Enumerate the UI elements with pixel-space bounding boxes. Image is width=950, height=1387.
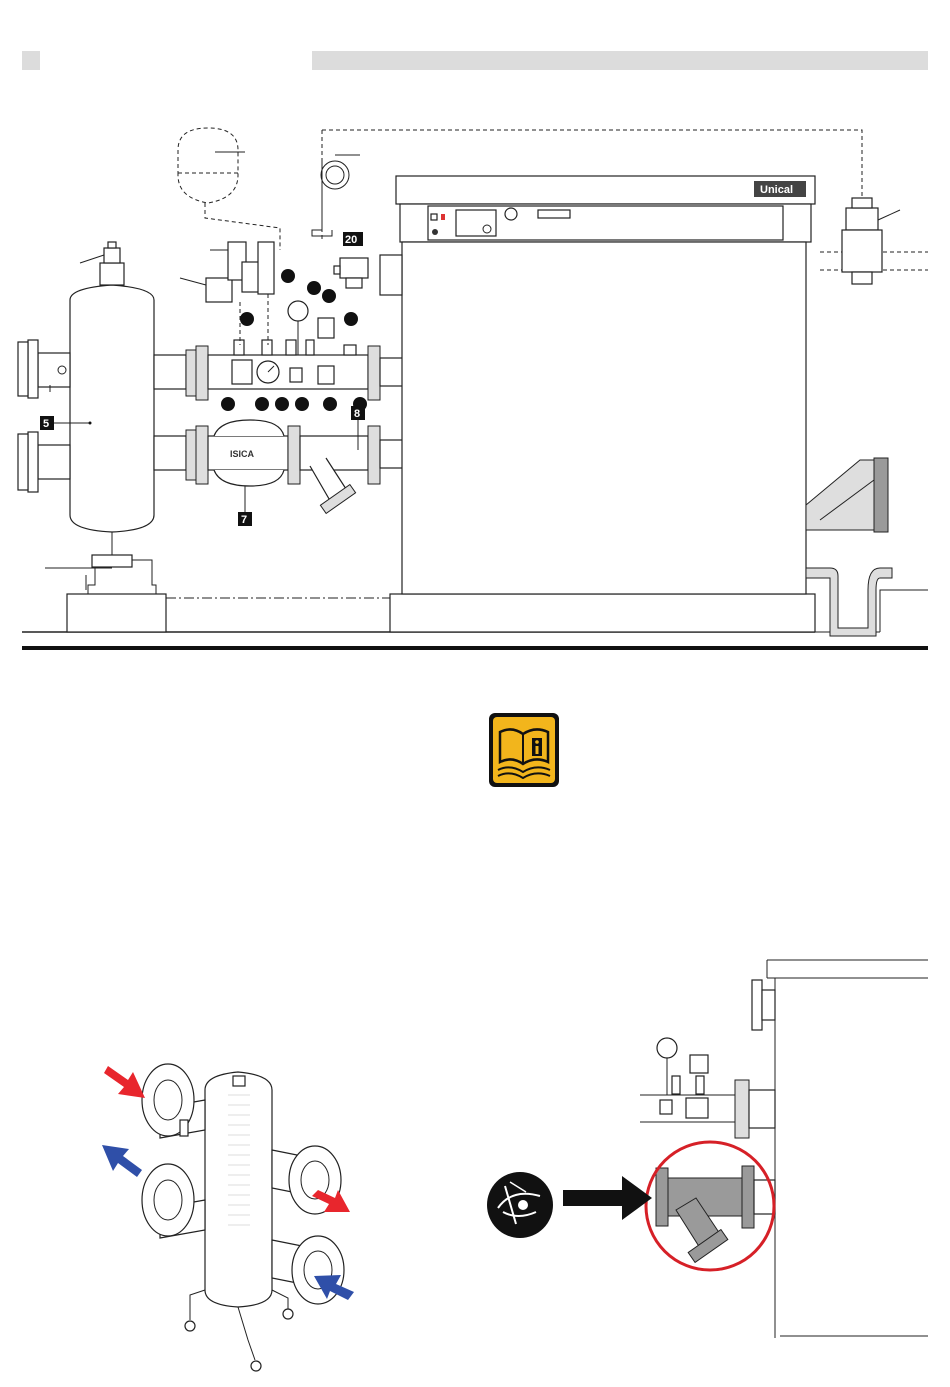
label-7: 7 [241,514,247,526]
hot-inlet-arrow [104,1066,145,1098]
hydraulic-separator: 5 [18,242,186,594]
pressure-reducer [820,198,928,284]
valve-brand: ISICA [230,449,255,459]
cold-outlet-arrow [102,1145,142,1177]
boiler-brand: Unical [760,184,793,196]
separator-detail [102,1064,354,1371]
manifold-return: ISICA 7 8 [186,406,404,526]
drain-trap [806,568,892,636]
plant-schematic: 5 [18,128,928,636]
boiler: Unical [380,176,888,594]
expansion-vessel [178,128,280,250]
eye-inspect-icon [487,1172,553,1238]
inspect-arrow [563,1176,652,1220]
manifold-flow: 20 [180,232,404,411]
siphon-coil [312,155,360,236]
filter-inspection-detail [487,960,928,1338]
read-manual-icon [489,713,559,787]
label-8: 8 [354,408,360,420]
label-5: 5 [43,418,49,430]
label-20: 20 [345,234,357,246]
